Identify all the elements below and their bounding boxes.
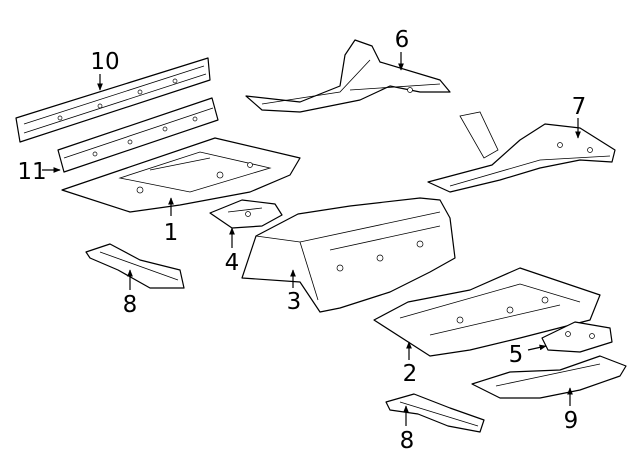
part-8-crossmember-upper: [85, 243, 185, 289]
part-4-bracket: [209, 199, 283, 229]
callout-5: 5: [509, 342, 524, 368]
part-8-crossmember-lower: [385, 393, 485, 433]
part-3-tunnel: [241, 197, 456, 313]
callout-6: 6: [395, 27, 410, 53]
callout-4: 4: [225, 250, 240, 276]
part-9-heat-shield: [471, 355, 627, 399]
callout-2: 2: [403, 361, 418, 387]
callout-1: 1: [164, 220, 179, 246]
callout-3: 3: [287, 289, 302, 315]
part-11-sill-reinforcement: [57, 97, 219, 173]
part-2-rear-floor-pan: [373, 267, 601, 357]
callout-8-lower: 8: [400, 428, 415, 454]
part-10-rocker-rail: [15, 57, 211, 143]
part-5-bracket: [541, 321, 613, 353]
leader-lines: [42, 52, 581, 426]
callout-9: 9: [564, 408, 579, 434]
leader-5: [527, 344, 547, 351]
callout-11: 11: [17, 159, 46, 185]
callout-labels: 10 11 1 4 3 8 6 7 2 5 9 8: [17, 27, 586, 454]
callout-7: 7: [572, 94, 587, 120]
part-1-front-floor-pan: [61, 137, 301, 213]
part-7-rear-frame-rail: [427, 111, 616, 193]
part-6-front-frame-rail: [245, 39, 451, 113]
callout-8-upper: 8: [123, 292, 138, 318]
callout-10: 10: [90, 49, 119, 75]
